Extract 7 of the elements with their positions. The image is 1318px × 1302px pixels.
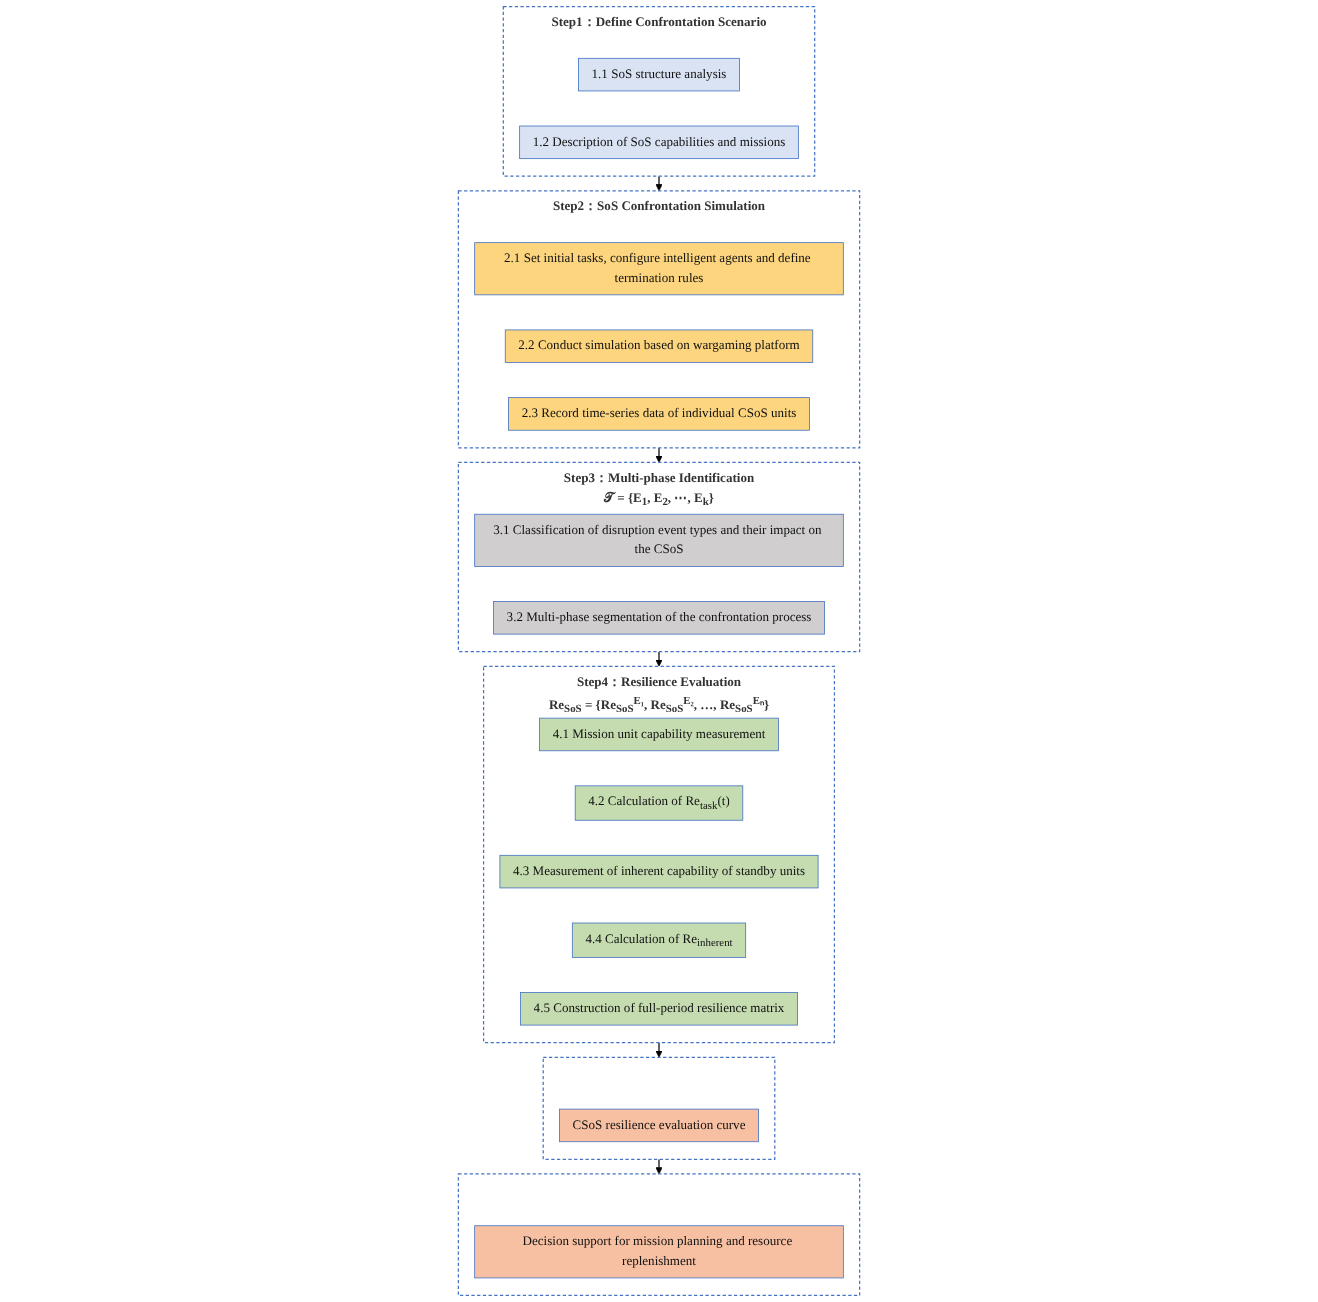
arrow [655, 651, 663, 667]
arrow [655, 1042, 663, 1058]
cluster [457, 1173, 861, 1297]
arrow [655, 175, 663, 192]
cluster [542, 1056, 776, 1160]
arrow [655, 447, 663, 463]
arrow [655, 1158, 663, 1175]
